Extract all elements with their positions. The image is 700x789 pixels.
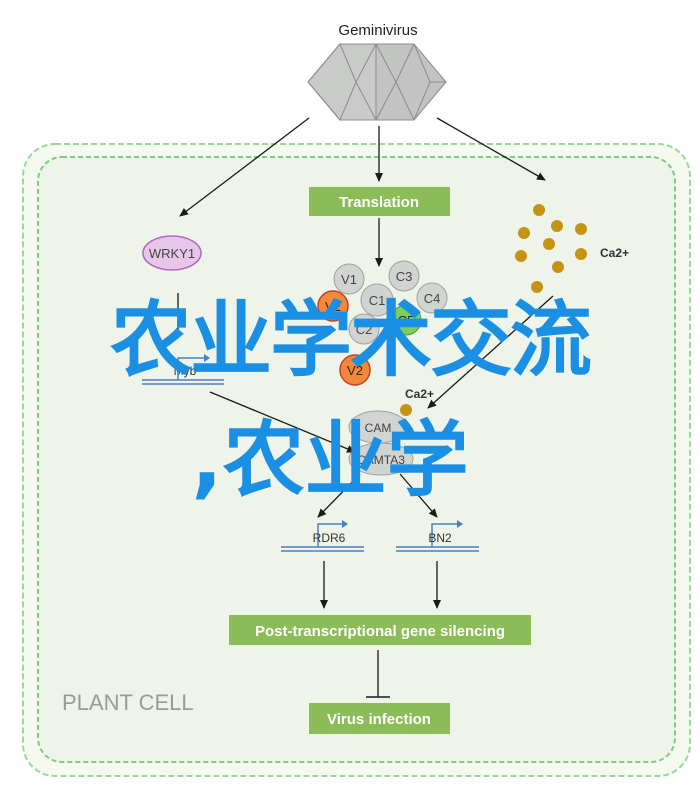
translation-label: Translation bbox=[339, 194, 419, 211]
watermark-line-2: ,农业学 bbox=[191, 413, 469, 508]
ca-top-label: Ca2+ bbox=[600, 246, 629, 260]
c3-label: C3 bbox=[396, 269, 413, 284]
cam-label: CAM bbox=[365, 421, 392, 435]
v2-protein-top bbox=[317, 290, 349, 322]
plant-cell-label: PLANT CELL bbox=[62, 690, 194, 715]
c1-label: C1 bbox=[369, 293, 386, 308]
c4-label: C4 bbox=[424, 291, 441, 306]
ptgs-box bbox=[229, 615, 531, 645]
c3-protein bbox=[388, 260, 420, 292]
bn2-promoter-head bbox=[457, 520, 463, 528]
arrow-ca-to-cam bbox=[427, 295, 554, 409]
v1-label: V1 bbox=[341, 272, 357, 287]
translation-box bbox=[309, 187, 450, 216]
virus-infection-label: Virus infection bbox=[327, 711, 431, 728]
v2-label-bottom: V2 bbox=[347, 363, 363, 378]
v1-protein bbox=[333, 263, 365, 295]
c2-protein bbox=[348, 313, 380, 345]
rdr6-label: RDR6 bbox=[313, 531, 346, 545]
c1-protein bbox=[360, 283, 394, 317]
arrow-camta-to-bn2 bbox=[399, 473, 438, 518]
ca-mid-ion bbox=[400, 404, 412, 416]
virus-infection-box bbox=[309, 703, 450, 734]
wrky1-label: WRKY1 bbox=[149, 246, 195, 261]
geminivirus-label: Geminivirus bbox=[338, 22, 417, 39]
c4-protein bbox=[416, 282, 448, 314]
c5-protein bbox=[390, 304, 422, 336]
ptgs-label: Post-transcriptional gene silencing bbox=[255, 623, 505, 640]
myb-promoter-head bbox=[204, 354, 210, 362]
camta3-oval bbox=[348, 442, 414, 476]
geminivirus-icon bbox=[307, 43, 447, 121]
ca-mid-label: Ca2+ bbox=[405, 387, 434, 401]
wrky1-oval bbox=[142, 235, 202, 271]
myb-label: Myb bbox=[174, 364, 197, 378]
myb-promoter-arrow bbox=[177, 357, 204, 380]
arrow-virus-to-wrky bbox=[179, 117, 310, 217]
arrow-virus-to-ca bbox=[436, 117, 546, 181]
c2-label: C2 bbox=[356, 322, 373, 337]
c5-label: C5 bbox=[398, 313, 415, 328]
arrow-myb-to-camta bbox=[209, 391, 356, 453]
bn2-label: BN2 bbox=[428, 531, 452, 545]
arrow-camta-to-rdr6 bbox=[317, 473, 361, 518]
calcium-ions-cluster bbox=[515, 204, 587, 293]
rdr6-promoter-arrow bbox=[317, 523, 342, 547]
camta3-label: CAMTA3 bbox=[357, 453, 405, 467]
watermark-line-1: 农业学术交流 bbox=[109, 293, 592, 388]
v2-protein-bottom bbox=[339, 354, 371, 386]
bn2-promoter-arrow bbox=[431, 523, 457, 547]
v2-label-top: V2 bbox=[325, 299, 341, 314]
rdr6-promoter-head bbox=[342, 520, 348, 528]
